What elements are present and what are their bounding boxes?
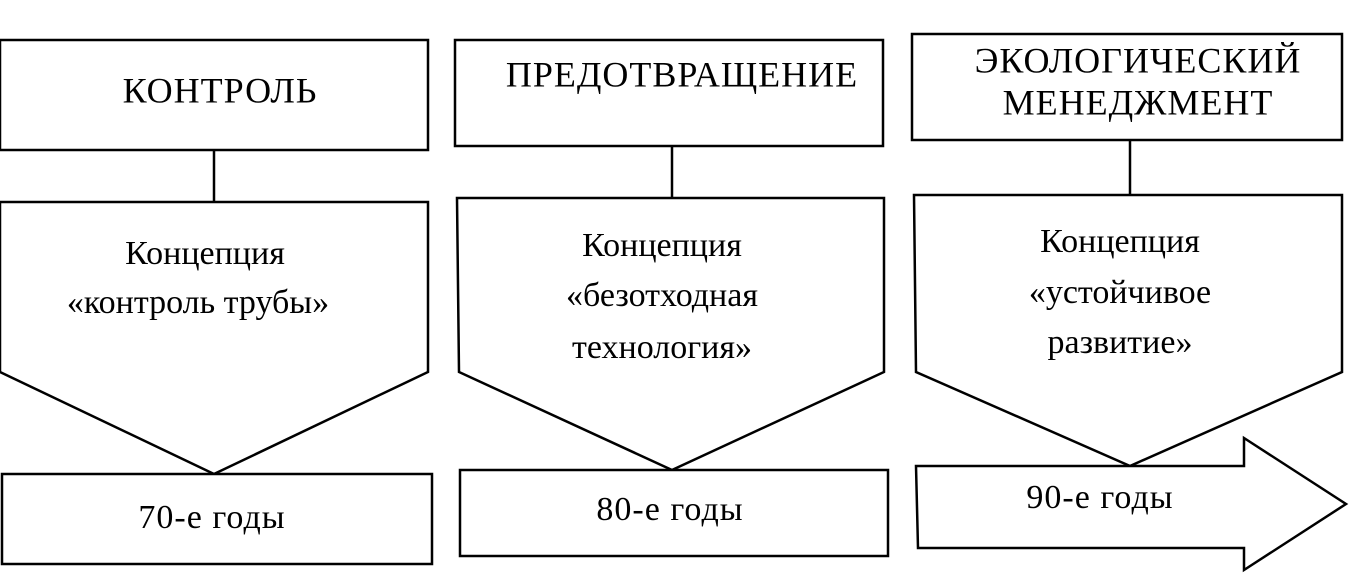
stage-prevention-concept-line-2: «безотходная [566,277,758,314]
stage-management-title-box [910,32,1344,142]
stage-prevention-period-box [458,468,890,558]
stage-control: КОНТРОЛЬ Концепция «контроль трубы» 70-е… [0,38,434,566]
stage-management-period-arrow [914,435,1349,573]
stage-prevention-title-box [453,38,885,148]
stage-control-concept-line-2: «контроль трубы» [67,284,329,321]
stage-prevention-period: 80-е годы [596,491,743,528]
stage-prevention-concept-line-1: Концепция [582,227,742,264]
stage-control-concept-line-1: Концепция [125,235,285,272]
stage-control-period-box [0,472,434,566]
stage-environmental-management: ЭКОЛОГИЧЕСКИЙ МЕНЕДЖМЕНТ Концепция «усто… [910,32,1349,573]
stage-control-period: 70-е годы [138,499,285,536]
stage-management-concept-line-1: Концепция [1040,223,1200,260]
stage-prevention: ПРЕДОТВРАЩЕНИЕ Концепция «безотходная те… [453,38,890,558]
stage-management-concept-pentagon [912,193,1344,468]
stage-control-title-box [0,38,430,152]
stage-management-concept-line-3: развитие» [1048,324,1193,361]
stage-prevention-concept-pentagon [455,196,886,472]
stage-management-title-line-1: ЭКОЛОГИЧЕСКИЙ [975,40,1302,80]
stage-prevention-title-line-1: ПРЕДОТВРАЩЕНИЕ [506,54,858,94]
stage-management-title-line-2: МЕНЕДЖМЕНТ [1003,82,1274,122]
stage-prevention-concept-line-3: технология» [572,329,752,366]
stage-control-title-line-1: КОНТРОЛЬ [123,70,318,110]
stage-management-period: 90-е годы [1026,479,1173,516]
stage-control-concept-pentagon [0,200,430,476]
stage-management-concept-line-2: «устойчивое [1029,274,1211,311]
